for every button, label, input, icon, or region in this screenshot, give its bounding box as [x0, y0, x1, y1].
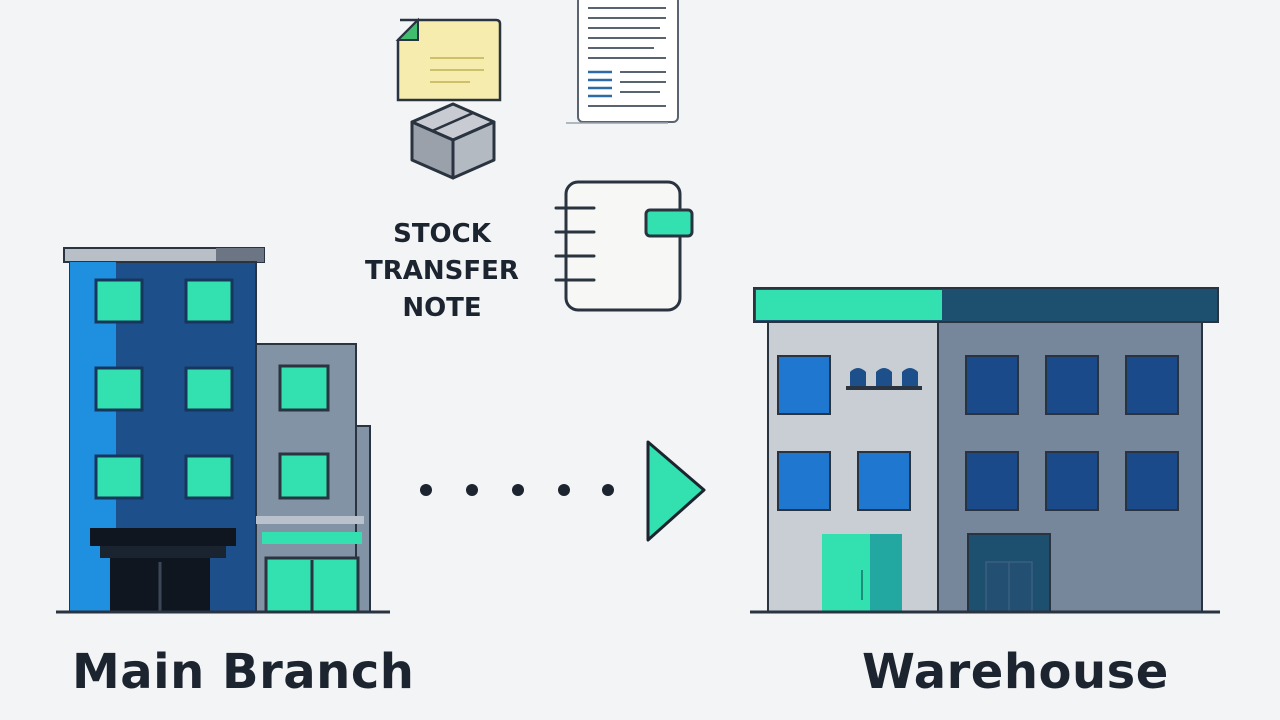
- sticky-note-icon: [395, 17, 502, 102]
- main-branch-building: [56, 247, 390, 614]
- note-title-line-1: STOCK: [393, 219, 491, 249]
- stock-transfer-note-title: STOCK TRANSFER NOTE: [352, 216, 532, 327]
- document-icon: [566, 0, 679, 124]
- note-title-line-3: NOTE: [402, 293, 482, 323]
- source-label: Main Branch: [72, 644, 415, 700]
- destination-label: Warehouse: [862, 644, 1169, 700]
- arrow-right-icon: [646, 440, 706, 542]
- note-title-line-2: TRANSFER: [365, 256, 519, 286]
- notebook-icon: [554, 180, 694, 312]
- transfer-arrow: [420, 440, 706, 542]
- warehouse-building: [750, 287, 1220, 614]
- package-box-icon: [410, 102, 496, 180]
